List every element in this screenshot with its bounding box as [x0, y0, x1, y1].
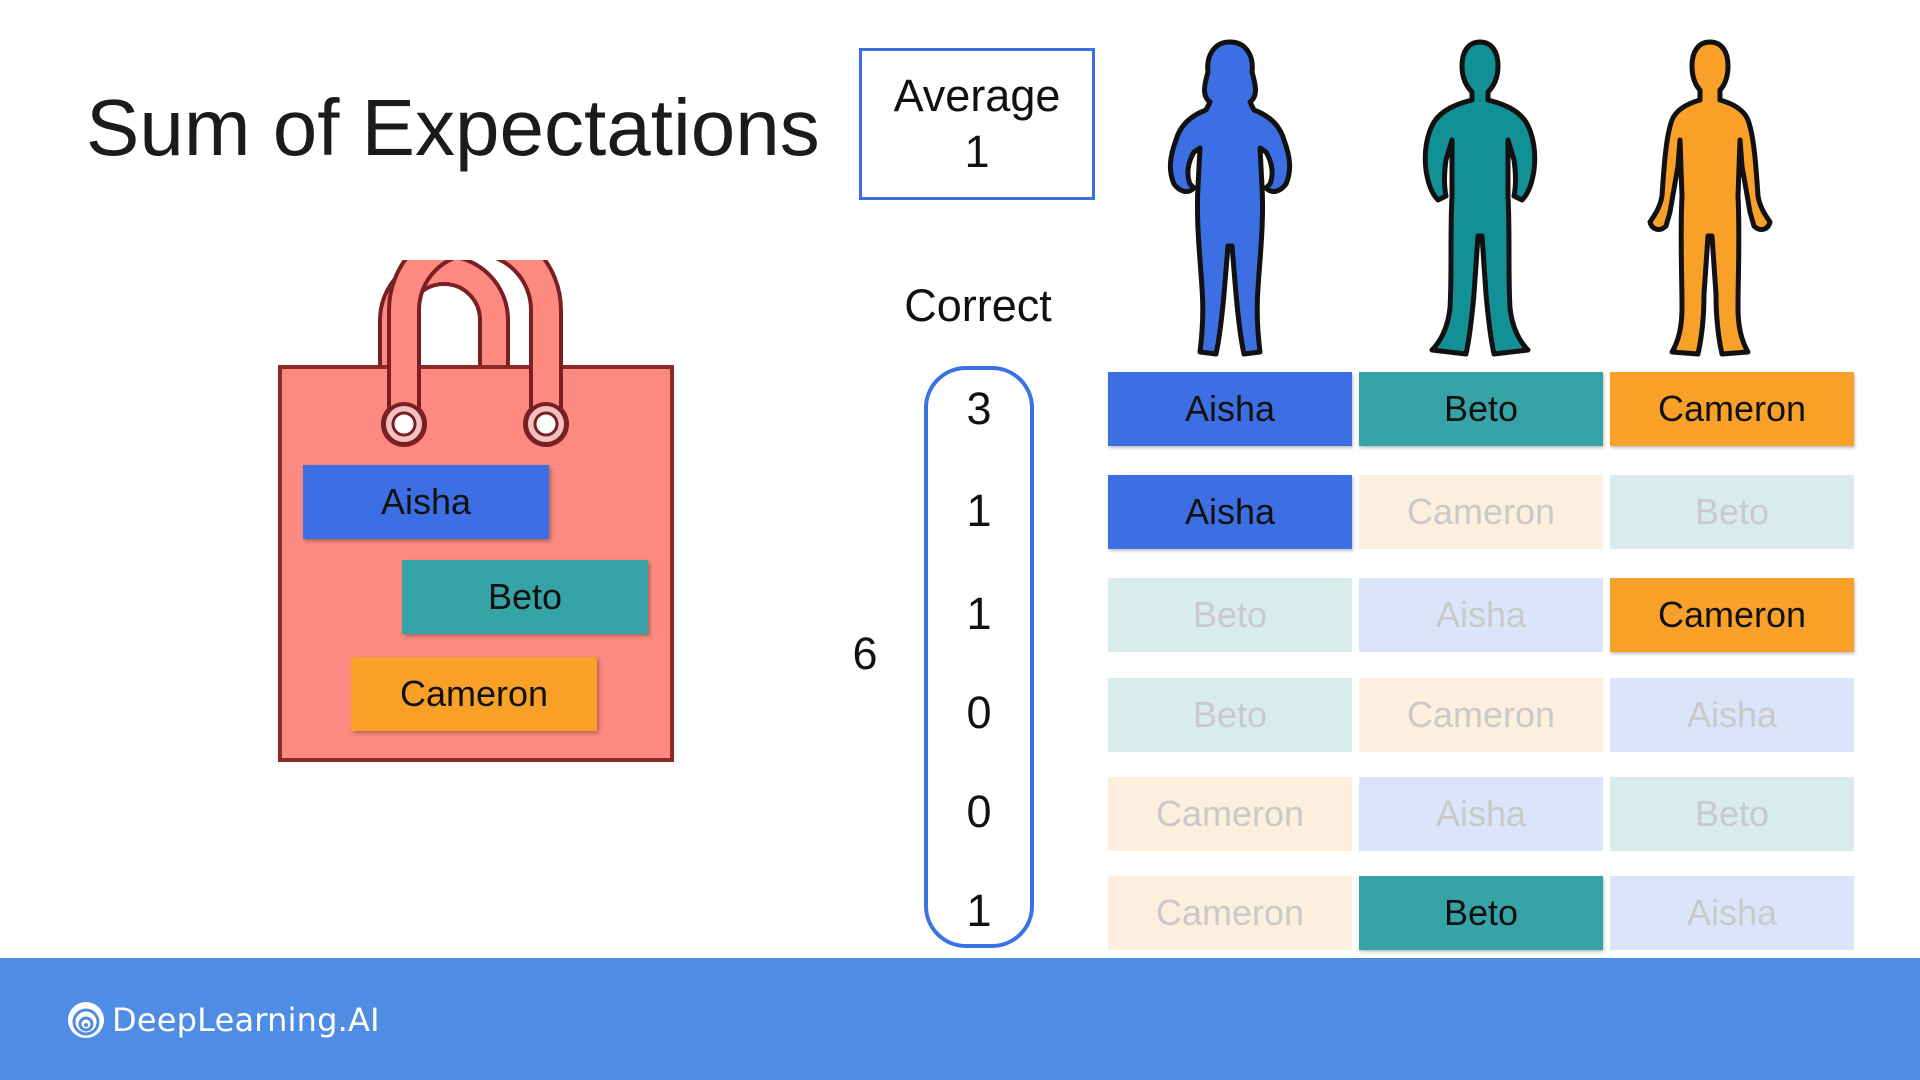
table-cell: Beto: [1108, 678, 1352, 752]
beto-silhouette-icon: [1422, 39, 1538, 357]
average-value: 1: [964, 126, 990, 177]
table-cell: Beto: [1359, 876, 1603, 950]
table-cell: Aisha: [1359, 578, 1603, 652]
table-cell: Aisha: [1359, 777, 1603, 851]
table-header-cell: Cameron: [1610, 372, 1854, 446]
count-value: 0: [966, 786, 992, 837]
bag-label-aisha: Aisha: [303, 465, 549, 539]
brand-logo[interactable]: DeepLearning.AI: [66, 1000, 380, 1040]
average-box: Average 1: [859, 48, 1095, 200]
aisha-silhouette-icon: [1167, 39, 1293, 357]
table-cell: Beto: [1610, 777, 1854, 851]
count-value: 1: [966, 485, 992, 536]
table-cell: Aisha: [1108, 475, 1352, 549]
table-cell: Aisha: [1610, 876, 1854, 950]
sum-total: 6: [852, 628, 878, 679]
footer-bar: DeepLearning.AI: [0, 958, 1920, 1080]
count-value: 1: [966, 588, 992, 639]
table-cell: Beto: [1610, 475, 1854, 549]
table-cell: Aisha: [1610, 678, 1854, 752]
table-cell: Cameron: [1359, 678, 1603, 752]
count-value: 1: [966, 885, 992, 936]
deeplearning-logo-icon: [68, 1002, 104, 1038]
table-cell: Cameron: [1108, 876, 1352, 950]
count-value: 0: [966, 687, 992, 738]
bag-label-cameron: Cameron: [351, 657, 597, 731]
correct-label: Correct: [904, 280, 1052, 331]
counts-column: [924, 366, 1034, 948]
slide-title: Sum of Expectations: [86, 83, 820, 172]
average-label: Average: [893, 70, 1061, 121]
count-value: 3: [966, 383, 992, 434]
table-cell: Cameron: [1108, 777, 1352, 851]
cameron-silhouette-icon: [1647, 39, 1773, 357]
bag-label-beto: Beto: [402, 560, 648, 634]
table-header-cell: Aisha: [1108, 372, 1352, 446]
table-header-cell: Beto: [1359, 372, 1603, 446]
table-cell: Beto: [1108, 578, 1352, 652]
brand-name: DeepLearning.AI: [112, 1001, 380, 1039]
table-cell: Cameron: [1359, 475, 1603, 549]
table-cell: Cameron: [1610, 578, 1854, 652]
